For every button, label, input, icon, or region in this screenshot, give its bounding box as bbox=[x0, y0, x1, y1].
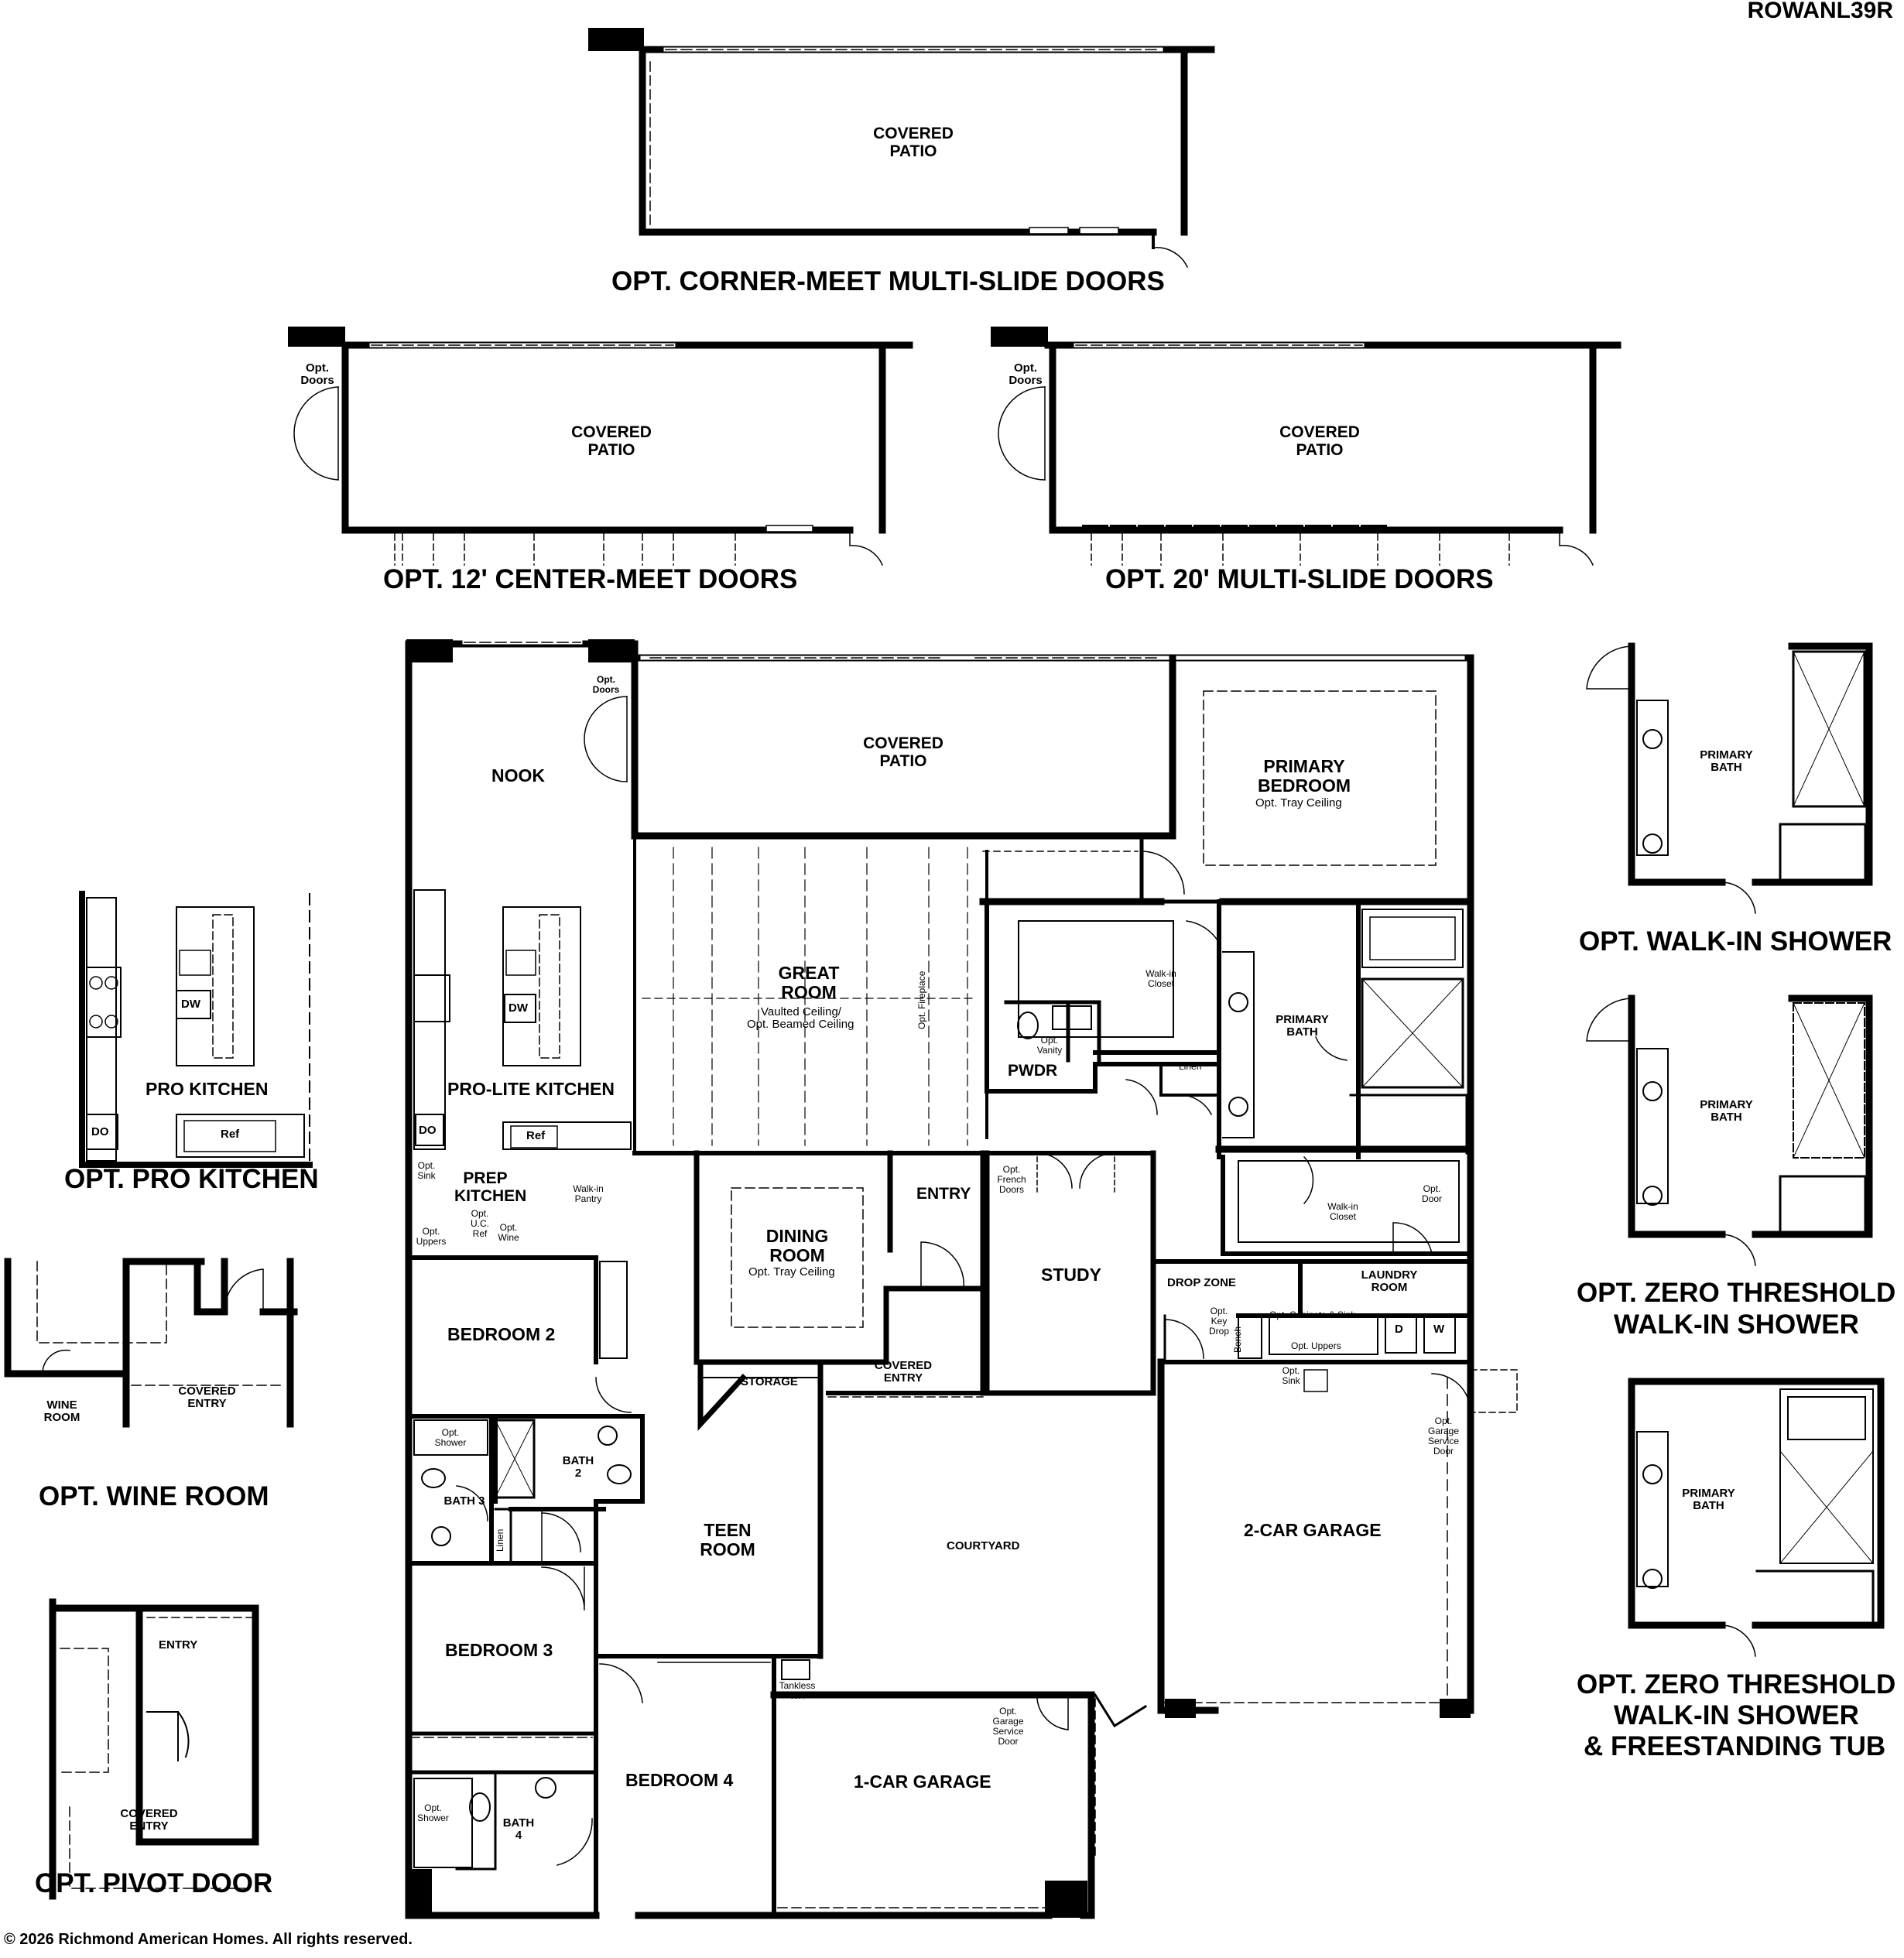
walk-in-closet-label: Walk-in Closet bbox=[1327, 1201, 1358, 1222]
opt-door-label: Opt. Door bbox=[1421, 1183, 1442, 1204]
main-plan-walls bbox=[405, 639, 1518, 1919]
courtyard-label: COURTYARD bbox=[947, 1539, 1020, 1552]
opt-shower-label: Opt. Shower bbox=[417, 1802, 449, 1823]
plan-code: ROWANL39R bbox=[1747, 0, 1893, 23]
covered-patio-label: COVERED PATIO bbox=[1279, 423, 1360, 459]
pro-lite-kitchen-label: PRO-LITE KITCHEN bbox=[447, 1079, 615, 1099]
covered-patio-label: COVERED PATIO bbox=[863, 734, 943, 770]
opt-garage-service-door-label: Opt. Garage Service Door bbox=[992, 1706, 1024, 1747]
tray-ceiling-label: Opt. Tray Ceiling bbox=[1255, 796, 1342, 810]
corner-meet-option-walls bbox=[588, 28, 1215, 268]
double-oven-label: DO bbox=[419, 1124, 437, 1137]
tankless-water-heater-label: Tankless WH bbox=[779, 1680, 816, 1701]
primary-bath-label: PRIMARY BATH bbox=[1700, 1098, 1753, 1124]
pivot-door-option-walls bbox=[49, 1598, 259, 1900]
linen-label: Linen bbox=[495, 1528, 505, 1552]
bath-4-label: BATH 4 bbox=[502, 1816, 535, 1843]
opt-uppers-label: Opt. Uppers bbox=[416, 1226, 447, 1247]
primary-bath-label: PRIMARY BATH bbox=[1276, 1013, 1329, 1039]
walk-in-pantry-label: Walk-in Pantry bbox=[573, 1183, 604, 1204]
opt-vanity-label: Opt. Vanity bbox=[1036, 1035, 1063, 1056]
tray-ceiling-label: Opt. Tray Ceiling bbox=[748, 1265, 835, 1279]
opt-key-drop-label: Opt. Key Drop bbox=[1208, 1306, 1229, 1337]
wine-room-title: OPT. WINE ROOM bbox=[39, 1481, 269, 1511]
multi-slide-option-walls bbox=[991, 327, 1621, 566]
center-meet-title: OPT. 12' CENTER-MEET DOORS bbox=[383, 564, 798, 594]
covered-entry-label: COVERED ENTRY bbox=[874, 1359, 933, 1385]
opt-cabinets-sink-label: Opt. Cabinets & Sink bbox=[1269, 1309, 1356, 1320]
corner-meet-title: OPT. CORNER-MEET MULTI-SLIDE DOORS bbox=[611, 266, 1165, 296]
zero-threshold-option-walls bbox=[1586, 994, 1873, 1266]
copyright-notice: © 2026 Richmond American Homes. All righ… bbox=[4, 1931, 413, 1948]
opt-sink-label: Opt. Sink bbox=[1282, 1365, 1300, 1386]
drop-zone-label: DROP ZONE bbox=[1167, 1276, 1236, 1289]
pivot-door-title: OPT. PIVOT DOOR bbox=[35, 1868, 273, 1898]
primary-bath-label: PRIMARY BATH bbox=[1682, 1487, 1735, 1513]
beamed-ceiling-label: Opt. Beamed Ceiling bbox=[747, 1018, 854, 1031]
bath-2-label: BATH 2 bbox=[562, 1454, 594, 1480]
walk-in-closet-label: Walk-in Closet bbox=[1145, 968, 1176, 989]
pro-kitchen-label: PRO KITCHEN bbox=[146, 1079, 269, 1099]
entry-label: ENTRY bbox=[916, 1185, 971, 1203]
walk-in-shower-title: OPT. WALK-IN SHOWER bbox=[1579, 926, 1892, 957]
multi-slide-title: OPT. 20' MULTI-SLIDE DOORS bbox=[1105, 564, 1494, 594]
zero-threshold-title-line-2: WALK-IN SHOWER bbox=[1614, 1309, 1859, 1340]
zero-tub-title-line-3: & FREESTANDING TUB bbox=[1584, 1731, 1886, 1761]
dryer-label: D bbox=[1395, 1323, 1403, 1336]
bedroom-3-label: BEDROOM 3 bbox=[445, 1640, 553, 1660]
pro-kitchen-title: OPT. PRO KITCHEN bbox=[64, 1164, 319, 1194]
dishwasher-label: DW bbox=[181, 998, 200, 1011]
dining-room-label: DINING ROOM bbox=[765, 1226, 829, 1265]
teen-room-label: TEEN ROOM bbox=[700, 1520, 755, 1559]
opt-doors-label: Opt. Doors bbox=[592, 674, 620, 695]
wine-room-label: WINE ROOM bbox=[43, 1398, 80, 1425]
vaulted-ceiling-label: Vaulted Ceiling/ bbox=[761, 1005, 841, 1018]
covered-entry-label: COVERED ENTRY bbox=[178, 1385, 236, 1411]
opt-uc-ref-label: Opt. U.C. Ref bbox=[471, 1208, 489, 1239]
two-car-garage-label: 2-CAR GARAGE bbox=[1244, 1520, 1382, 1540]
opt-uppers-label: Opt. Uppers bbox=[1291, 1340, 1341, 1351]
covered-patio-label: COVERED PATIO bbox=[873, 125, 954, 160]
opt-shower-label: Opt. Shower bbox=[434, 1427, 467, 1448]
laundry-room-label: LAUNDRY ROOM bbox=[1361, 1268, 1418, 1295]
double-oven-label: DO bbox=[91, 1125, 109, 1138]
opt-sink-label: Opt. Sink bbox=[417, 1160, 436, 1181]
zero-threshold-tub-option-walls bbox=[1628, 1378, 1885, 1657]
primary-bath-label: PRIMARY BATH bbox=[1700, 748, 1753, 775]
dishwasher-label: DW bbox=[509, 1001, 528, 1015]
covered-entry-label: COVERED ENTRY bbox=[120, 1807, 178, 1833]
refrigerator-label: Ref bbox=[526, 1129, 546, 1142]
primary-bedroom-label: PRIMARY BEDROOM bbox=[1257, 756, 1351, 796]
zero-threshold-title-line-1: OPT. ZERO THRESHOLD bbox=[1577, 1278, 1896, 1308]
washer-label: W bbox=[1433, 1323, 1445, 1336]
covered-patio-label: COVERED PATIO bbox=[571, 423, 652, 459]
great-room-label: GREAT ROOM bbox=[778, 963, 840, 1002]
opt-french-doors-label: Opt. French Doors bbox=[997, 1164, 1026, 1195]
one-car-garage-label: 1-CAR GARAGE bbox=[854, 1771, 991, 1792]
bath-3-label: BATH 3 bbox=[443, 1494, 485, 1508]
refrigerator-label: Ref bbox=[221, 1128, 240, 1141]
opt-wine-label: Opt. Wine bbox=[498, 1222, 519, 1243]
bedroom-2-label: BEDROOM 2 bbox=[447, 1324, 556, 1344]
center-meet-option-walls bbox=[288, 327, 913, 566]
prep-kitchen-label: PREP KITCHEN bbox=[454, 1169, 527, 1205]
opt-doors-label: Opt. Doors bbox=[300, 361, 334, 388]
opt-doors-label: Opt. Doors bbox=[1009, 361, 1043, 388]
linen-label: Linen bbox=[1179, 1061, 1202, 1072]
wine-room-option-walls bbox=[4, 1258, 298, 1428]
opt-fireplace-label: Opt. Fireplace bbox=[916, 970, 927, 1029]
walk-in-shower-option-walls bbox=[1586, 642, 1873, 914]
powder-room-label: PWDR bbox=[1008, 1062, 1058, 1080]
entry-label: ENTRY bbox=[159, 1638, 198, 1652]
study-label: STUDY bbox=[1041, 1265, 1101, 1285]
opt-garage-service-door-label: Opt. Garage Service Door bbox=[1427, 1415, 1460, 1457]
zero-tub-title-line-2: WALK-IN SHOWER bbox=[1614, 1700, 1859, 1730]
zero-tub-title-line-1: OPT. ZERO THRESHOLD bbox=[1577, 1669, 1896, 1700]
bench-label: Bench bbox=[1232, 1326, 1243, 1353]
bedroom-4-label: BEDROOM 4 bbox=[625, 1770, 734, 1790]
pro-kitchen-option-walls bbox=[79, 891, 313, 1168]
nook-label: NOOK bbox=[491, 765, 545, 786]
storage-label: STORAGE bbox=[741, 1375, 798, 1388]
